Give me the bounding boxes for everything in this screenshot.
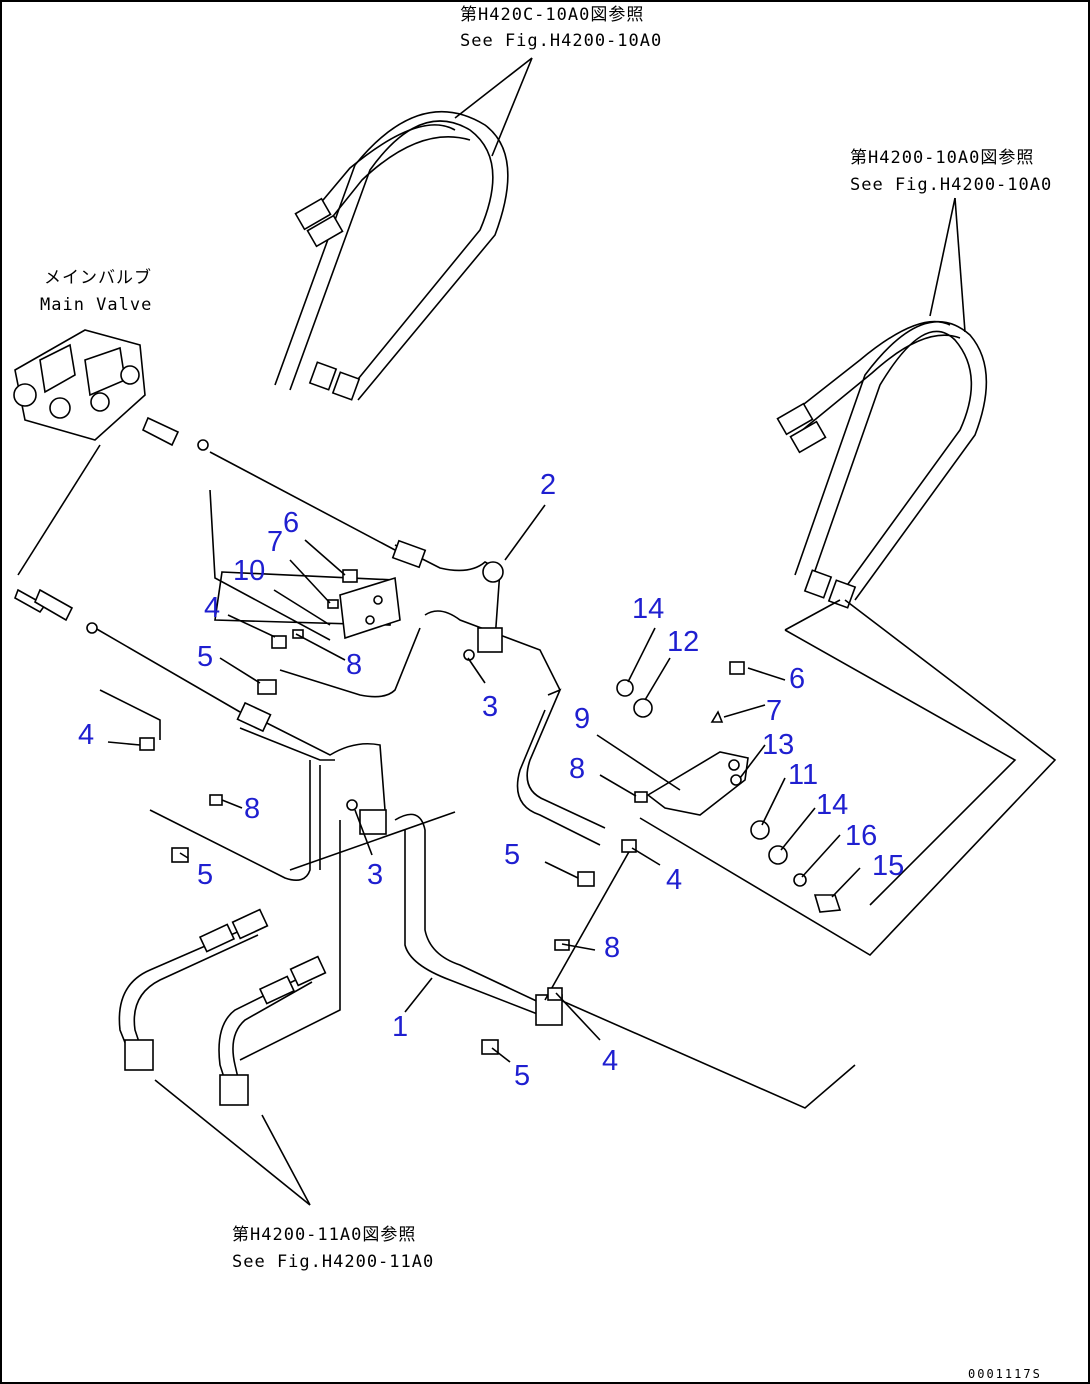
callout-11: 11 — [788, 759, 818, 791]
ref-top-right: 第H4200-10A0図参照 See Fig.H4200-10A0 — [850, 148, 1052, 195]
ref-main-valve: メインバルブ Main Valve — [40, 267, 152, 315]
callouts: 2 6 7 10 4 8 5 3 4 8 5 3 14 12 6 7 9 13 … — [78, 469, 904, 1092]
callout-9: 9 — [574, 703, 590, 735]
hose-2 — [279, 539, 561, 698]
connection-lines — [17, 444, 1057, 1109]
ref-top-center-jp: 第H420C-10A0図参照 — [460, 5, 644, 25]
callout-5: 5 — [504, 839, 520, 871]
callout-7: 7 — [267, 526, 283, 558]
ref-bottom-jp: 第H4200-11A0図参照 — [232, 1225, 416, 1245]
main-valve — [13, 329, 209, 451]
callout-13: 13 — [762, 729, 794, 761]
ref-top-center-en: See Fig.H4200-10A0 — [460, 31, 662, 51]
ref-top-right-en: See Fig.H4200-10A0 — [850, 175, 1052, 195]
upper-hose-pair-right — [776, 320, 988, 609]
callout-8: 8 — [604, 932, 620, 964]
ref-main-valve-en: Main Valve — [40, 295, 152, 315]
callout-8: 8 — [346, 649, 362, 681]
callout-3: 3 — [482, 691, 498, 723]
callout-4: 4 — [78, 719, 94, 751]
reference-arrows — [154, 57, 966, 1206]
ref-bottom: 第H4200-11A0図参照 See Fig.H4200-11A0 — [232, 1225, 434, 1272]
callout-12: 12 — [667, 626, 699, 658]
callout-5: 5 — [197, 641, 213, 673]
callout-8: 8 — [569, 753, 585, 785]
callout-1: 1 — [392, 1011, 408, 1043]
callout-4: 4 — [666, 864, 682, 896]
ref-bottom-en: See Fig.H4200-11A0 — [232, 1252, 434, 1272]
callout-4: 4 — [204, 592, 220, 624]
ref-main-valve-jp: メインバルブ — [44, 267, 152, 288]
hose-right-section — [516, 688, 631, 1001]
callout-5: 5 — [197, 859, 213, 891]
callout-6: 6 — [789, 663, 805, 695]
callout-2: 2 — [540, 469, 556, 501]
callout-6: 6 — [283, 507, 299, 539]
clamps-and-fittings — [14, 569, 842, 1055]
drawing-code: 0001117S — [968, 1367, 1042, 1381]
callout-10: 10 — [233, 555, 265, 587]
upper-hose-pair-center — [274, 110, 509, 401]
callout-3: 3 — [367, 859, 383, 891]
callout-8: 8 — [244, 793, 260, 825]
callout-7: 7 — [766, 695, 782, 727]
callout-16: 16 — [845, 820, 877, 852]
lower-hoses — [118, 908, 327, 1106]
callout-15: 15 — [872, 850, 904, 882]
callout-4: 4 — [602, 1045, 618, 1077]
ref-top-center: 第H420C-10A0図参照 See Fig.H4200-10A0 — [460, 5, 662, 51]
leader-lines — [107, 504, 861, 1063]
callout-14: 14 — [632, 593, 664, 625]
ref-top-right-jp: 第H4200-10A0図参照 — [850, 148, 1034, 168]
callout-5: 5 — [514, 1060, 530, 1092]
callout-14: 14 — [816, 789, 848, 821]
